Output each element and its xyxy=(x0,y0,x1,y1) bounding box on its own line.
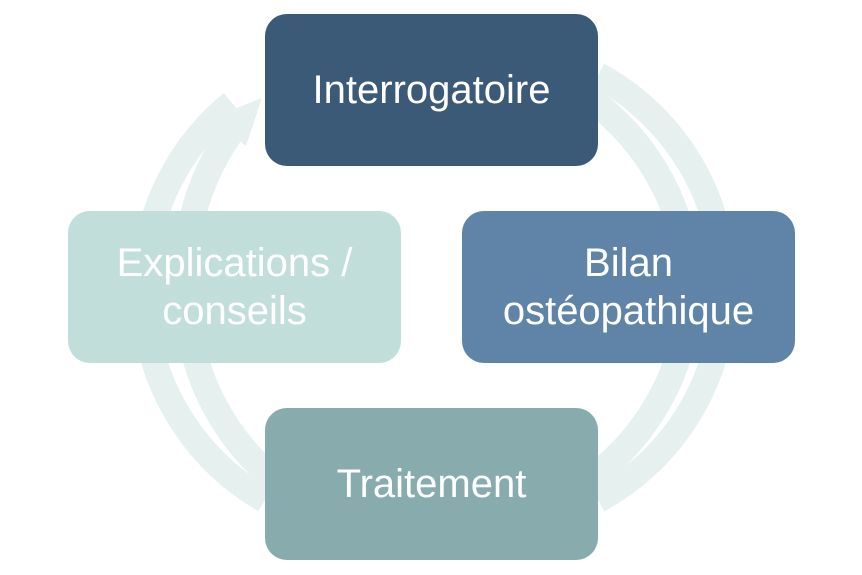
cycle-arrowhead xyxy=(212,98,262,146)
step-traitement-label: Traitement xyxy=(336,462,527,506)
step-interrogatoire: Interrogatoire xyxy=(265,14,598,166)
step-traitement: Traitement xyxy=(265,408,598,560)
step-explications-label-line1: Explications / xyxy=(116,241,353,285)
step-bilan-label-line2: ostéopathique xyxy=(502,289,755,333)
step-bilan-osteopathique: Bilan ostéopathique xyxy=(462,211,795,363)
step-interrogatoire-label: Interrogatoire xyxy=(312,68,551,112)
step-explications-conseils: Explications / conseils xyxy=(68,211,401,363)
step-explications-label-line2: conseils xyxy=(162,289,307,333)
step-bilan-label-line1: Bilan xyxy=(584,241,673,285)
